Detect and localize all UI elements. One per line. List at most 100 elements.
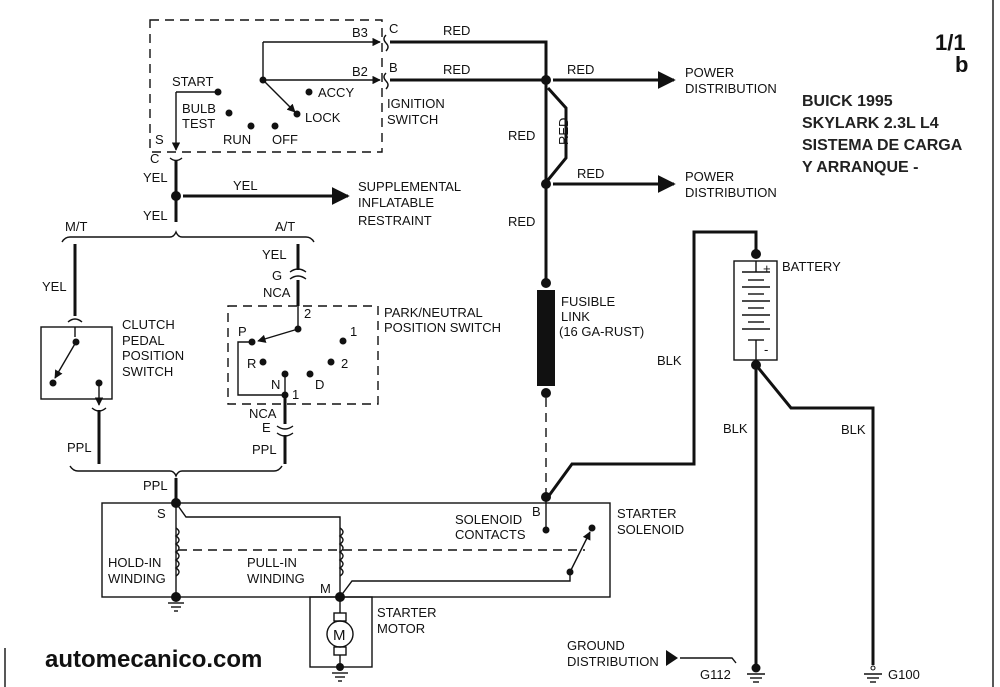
pn-pos-n: N [271, 377, 280, 392]
fusible-link: FUSIBLE LINK (16 GA-RUST) [537, 278, 644, 495]
sir-line-1: SUPPLEMENTAL [358, 179, 461, 194]
option-at: A/T [275, 219, 295, 234]
clutch-label-2: PEDAL [122, 333, 165, 348]
terminal-c-bottom: C [150, 151, 159, 166]
pull-in-label-2: WINDING [247, 571, 305, 586]
wire-label-red-5: RED [577, 166, 604, 181]
pos-start: START [172, 74, 213, 89]
clutch-label-3: POSITION [122, 348, 184, 363]
title-line-4: Y ARRANQUE - [802, 159, 918, 176]
park-neutral-position-switch: YEL G NCA 2 P R N D 2 1 1 NCA E PPL PARK… [227, 244, 501, 464]
option-brace-top [61, 230, 315, 243]
terminal-b: B [389, 60, 398, 75]
wire-label-yel-1: YEL [143, 170, 168, 185]
sir-destination: SUPPLEMENTAL INFLATABLE RESTRAINT [358, 179, 461, 228]
power-dist-2-line-1: POWER [685, 169, 734, 184]
yel-wires: YEL YEL YEL M/T A/T [61, 160, 350, 243]
battery: BLK + - BATTERY BLK BLK [546, 230, 875, 665]
solenoid-contacts-label-1: SOLENOID [455, 512, 522, 527]
page-sub: b [955, 52, 968, 77]
clutch-label-1: CLUTCH [122, 317, 175, 332]
starter-solenoid-label-1: STARTER [617, 506, 676, 521]
pn-pos-1: 1 [350, 324, 357, 339]
power-dist-2-line-2: DISTRIBUTION [685, 185, 777, 200]
pos-off: OFF [272, 132, 298, 147]
terminal-b3: B3 [352, 25, 368, 40]
starter-motor: M STARTER MOTOR [309, 596, 436, 682]
wire-label-red-3: RED [567, 62, 594, 77]
title-line-3: SISTEMA DE CARGA [802, 137, 963, 154]
wire-label-red-1: RED [443, 23, 470, 38]
hold-in-label-2: WINDING [108, 571, 166, 586]
pull-in-label-1: PULL-IN [247, 555, 297, 570]
pos-accy: ACCY [318, 85, 354, 100]
solenoid-contacts-label-2: CONTACTS [455, 527, 526, 542]
hold-in-label-1: HOLD-IN [108, 555, 161, 570]
ground-g112-label: G112 [700, 667, 731, 682]
pn-pin-1: 1 [292, 387, 299, 402]
pn-connector-nca-top: NCA [263, 285, 291, 300]
solenoid-terminal-b: B [532, 504, 541, 519]
ignition-switch-label-2: SWITCH [387, 112, 438, 127]
fusible-link-label-2: LINK [561, 309, 590, 324]
sir-line-2: INFLATABLE [358, 195, 434, 210]
ground-distribution: GROUND DISTRIBUTION [567, 638, 659, 669]
wire-label-blk-3: BLK [841, 422, 866, 437]
fusible-link-label-3: (16 GA-RUST) [559, 324, 644, 339]
power-dist-1-line-2: DISTRIBUTION [685, 81, 777, 96]
ground-dist-line-2: DISTRIBUTION [567, 654, 659, 669]
wire-label-blk-1: BLK [657, 353, 682, 368]
wire-label-ppl-mt: PPL [67, 440, 92, 455]
ignition-switch: START BULB TEST RUN OFF LOCK ACCY B3 B2 … [149, 19, 445, 166]
title-line-1: BUICK 1995 [802, 93, 893, 110]
starter-solenoid: S HOLD-IN WINDING PULL-IN WINDING M B SO… [101, 492, 684, 612]
fusible-link-label-1: FUSIBLE [561, 294, 616, 309]
ignition-switch-label-1: IGNITION [387, 96, 445, 111]
battery-plus: + [763, 261, 771, 276]
pn-pos-p: P [238, 324, 247, 339]
pos-run: RUN [223, 132, 251, 147]
ignition-switch-box [149, 19, 383, 153]
red-wires: RED RED RED RED RED RED RED [390, 23, 676, 283]
ground-g100: G100 [864, 665, 920, 683]
ground-g112: G112 [666, 650, 765, 683]
pn-label-2: POSITION SWITCH [384, 320, 501, 335]
terminal-c: C [389, 21, 398, 36]
pos-lock: LOCK [305, 110, 341, 125]
option-brace-bottom [69, 465, 283, 478]
pos-test: TEST [182, 116, 215, 131]
motor-symbol: M [333, 627, 346, 644]
pn-connector-nca-bottom: NCA [249, 406, 277, 421]
wire-label-ppl-main: PPL [143, 478, 168, 493]
starter-motor-label-2: MOTOR [377, 621, 425, 636]
pos-bulb: BULB [182, 101, 216, 116]
pn-pos-r: R [247, 356, 256, 371]
wire-label-yel-3: YEL [143, 208, 168, 223]
diagram-title: BUICK 1995 SKYLARK 2.3L L4 SISTEMA DE CA… [802, 93, 963, 176]
wire-label-red-4: RED [508, 128, 535, 143]
pn-pos-2: 2 [341, 356, 348, 371]
pn-connector-e: E [262, 420, 271, 435]
clutch-label-4: SWITCH [122, 364, 173, 379]
terminal-s: S [155, 132, 164, 147]
ground-g100-label: G100 [888, 667, 920, 682]
wire-label-blk-2: BLK [723, 421, 748, 436]
solenoid-terminal-s: S [157, 506, 166, 521]
pn-pin-2: 2 [304, 306, 311, 321]
wire-label-yel-at: YEL [262, 247, 287, 262]
watermark: automecanico.com [45, 646, 262, 673]
wire-label-yel-mt: YEL [42, 279, 67, 294]
power-dist-1-line-1: POWER [685, 65, 734, 80]
sir-line-3: RESTRAINT [358, 213, 432, 228]
wire-label-yel-2: YEL [233, 178, 258, 193]
wire-label-red-6: RED [508, 214, 535, 229]
starter-motor-label-1: STARTER [377, 605, 436, 620]
terminal-b2: B2 [352, 64, 368, 79]
battery-label: BATTERY [782, 259, 841, 274]
pn-connector-g: G [272, 268, 282, 283]
starter-solenoid-label-2: SOLENOID [617, 522, 684, 537]
pn-pos-d: D [315, 377, 324, 392]
title-line-2: SKYLARK 2.3L L4 [802, 115, 939, 132]
power-distribution-2: POWER DISTRIBUTION [685, 169, 777, 200]
